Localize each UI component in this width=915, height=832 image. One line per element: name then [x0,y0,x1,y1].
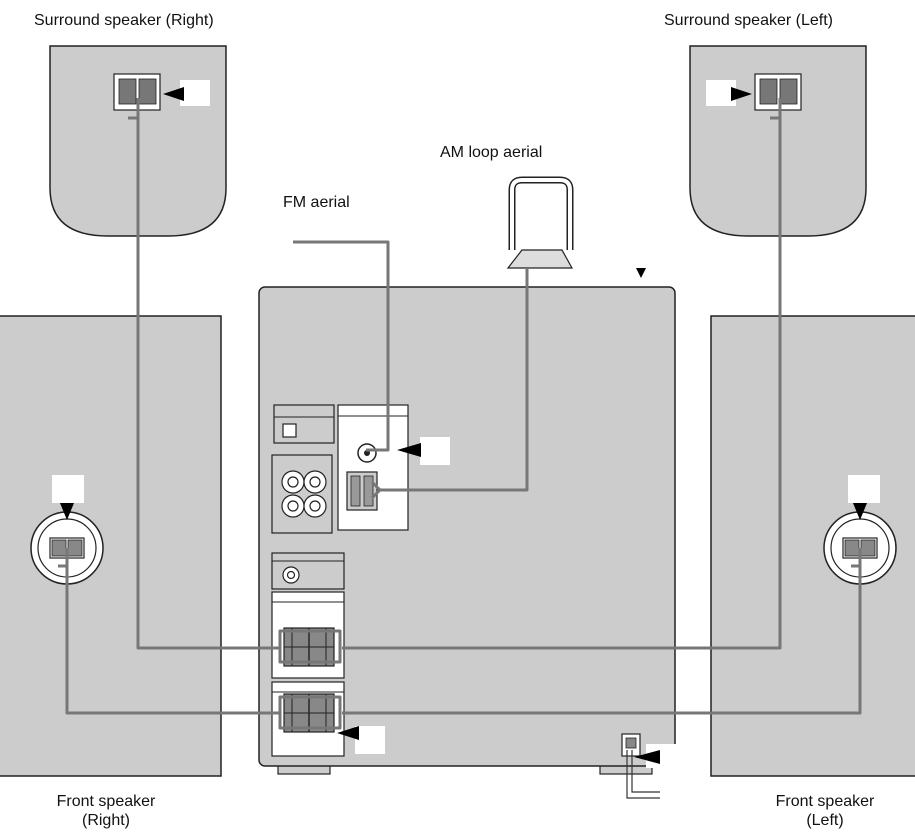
front-speaker-terminals [271,681,385,757]
front-left-wire [342,548,862,715]
front-left-label-line2: (Left) [806,812,844,829]
switch-module [273,404,335,444]
front-right-label-line2: (Right) [81,812,130,829]
front-left-label: Front speaker (Left) [745,792,905,830]
surround-left-label: Surround speaker (Left) [664,12,833,29]
fm-aerial-wire [293,240,390,452]
front-speaker-left [710,315,915,777]
am-aerial-wire [370,268,529,500]
arrow-icon [337,726,359,740]
front-right-label: Front speaker (Right) [26,792,186,830]
surround-speaker-terminals [271,591,345,679]
arrow-icon [60,503,74,520]
fm-aerial-label: FM aerial [283,194,350,211]
marker-icon [636,268,646,278]
callout-box [848,475,880,503]
arrow-icon [731,87,752,101]
arrow-icon [163,87,184,101]
main-unit [258,268,676,799]
surround-right-label: Surround speaker (Right) [34,12,214,29]
callout-box [180,80,210,106]
surround-right-wire [128,98,342,664]
am-loop-aerial [506,176,574,269]
arrow-icon [853,503,867,520]
surround-left-terminal [754,73,802,111]
front-right-label-line1: Front speaker [56,793,156,810]
wiring [58,98,862,730]
front-left-label-line1: Front speaker [775,793,875,810]
rca-jacks [271,454,333,534]
surround-left-wire [342,98,782,650]
callout-box [52,475,84,503]
front-right-wire [58,548,342,730]
power-cord [621,733,676,799]
arrow-icon [634,750,660,764]
front-speaker-right [0,315,222,777]
arrow-icon [397,443,421,457]
jack-module [271,552,345,590]
am-aerial-label: AM loop aerial [440,144,543,161]
callout-box [355,726,385,754]
callout-box [420,437,450,465]
surround-speaker-left [689,45,867,237]
